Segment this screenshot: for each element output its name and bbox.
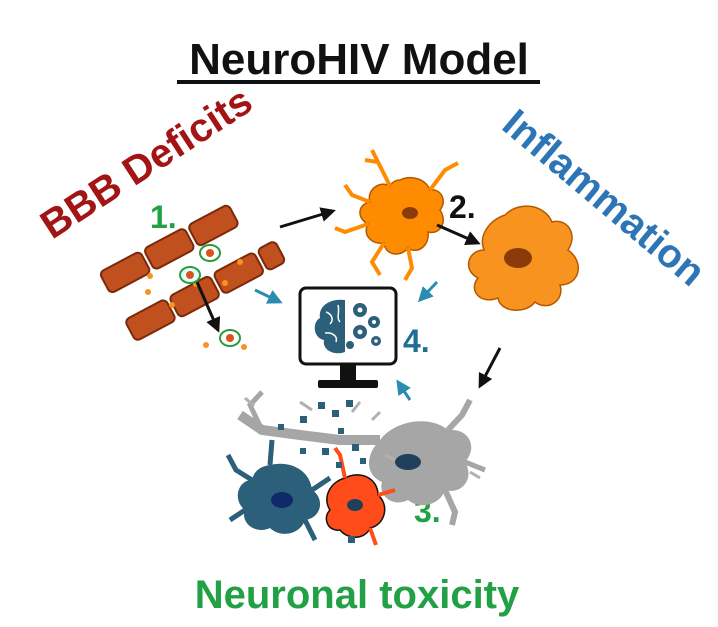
gears-icon bbox=[346, 303, 381, 349]
step-number-1: 1. bbox=[150, 199, 177, 235]
step-number-2: 2. bbox=[449, 189, 476, 225]
monitor-stand bbox=[340, 364, 356, 380]
red-neuron bbox=[325, 446, 396, 546]
virion-icon bbox=[199, 244, 221, 262]
blue-neuron bbox=[225, 439, 332, 542]
step-number-4: 4. bbox=[403, 323, 430, 359]
arrow-astrocyte-to-microglia bbox=[436, 223, 481, 246]
virion-icon bbox=[219, 329, 241, 347]
stress-arrows bbox=[244, 396, 481, 480]
arrow-bbb-to-model bbox=[254, 288, 283, 304]
monitor-base bbox=[318, 380, 378, 388]
neuronal-toxicity-label: Neuronal toxicity bbox=[195, 573, 520, 617]
gray-neuron bbox=[237, 390, 486, 526]
monitor-screen bbox=[298, 286, 398, 366]
arrow-bbb-to-astrocyte bbox=[279, 207, 336, 229]
bbb-crossing-arrow bbox=[195, 281, 221, 333]
microglia-cell bbox=[467, 205, 579, 311]
arrow-neurons-to-model bbox=[396, 379, 412, 401]
bbb-brick-wall bbox=[99, 204, 286, 341]
released-particles bbox=[278, 400, 366, 543]
virion-icon bbox=[179, 266, 201, 284]
diagram-title: NeuroHIV Model bbox=[189, 35, 529, 84]
astrocyte-cell bbox=[334, 149, 459, 282]
arrow-inflammation-to-model bbox=[417, 280, 439, 303]
neurons-cluster bbox=[225, 390, 486, 546]
brain-icon bbox=[314, 299, 345, 354]
bbb-particles bbox=[145, 244, 247, 350]
brain-computer-icon bbox=[298, 286, 398, 388]
arrow-microglia-to-neurons bbox=[478, 347, 502, 389]
